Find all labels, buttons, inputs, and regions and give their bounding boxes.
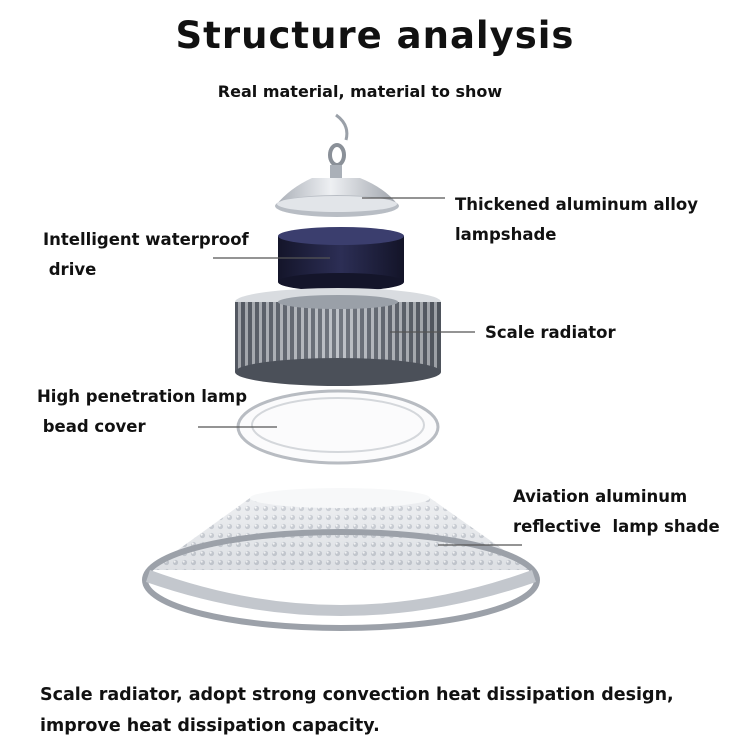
reflective-lamp-shade: [142, 488, 540, 631]
label-lampshade-line-2: lampshade: [455, 225, 557, 244]
page-title: Structure analysis: [175, 14, 575, 57]
label-reflector-line-2: reflective lamp shade: [513, 517, 720, 536]
label-radiator: Scale radiator: [485, 323, 616, 342]
label-reflector-line-1: Aviation aluminum: [513, 487, 688, 506]
footer-line-2: improve heat dissipation capacity.: [40, 716, 380, 736]
label-drive-line-1: Intelligent waterproof: [43, 230, 249, 249]
lamp-bead-cover: [236, 389, 440, 465]
label-lampshade-line-1: Thickened aluminum alloy: [455, 195, 699, 214]
footer-note: Scale radiator, adopt strong convection …: [40, 680, 740, 742]
label-lampshade: Thickened aluminum alloy lampshade: [455, 190, 698, 250]
label-bead-cover-line-2: bead cover: [37, 417, 146, 436]
label-bead-cover-line-1: High penetration lamp: [37, 387, 248, 406]
label-drive: Intelligent waterproof drive: [43, 225, 249, 285]
leader-lines: [198, 197, 522, 546]
scale-radiator: [235, 288, 441, 386]
page-subtitle: Real material, material to show: [217, 82, 503, 101]
waterproof-driver: [278, 227, 404, 291]
label-drive-line-2: drive: [43, 260, 97, 279]
hanging-hook: [328, 113, 349, 179]
label-reflector: Aviation aluminum reflective lamp shade: [513, 482, 720, 542]
footer-line-1: Scale radiator, adopt strong convection …: [40, 685, 674, 705]
label-bead-cover: High penetration lamp bead cover: [37, 382, 247, 442]
